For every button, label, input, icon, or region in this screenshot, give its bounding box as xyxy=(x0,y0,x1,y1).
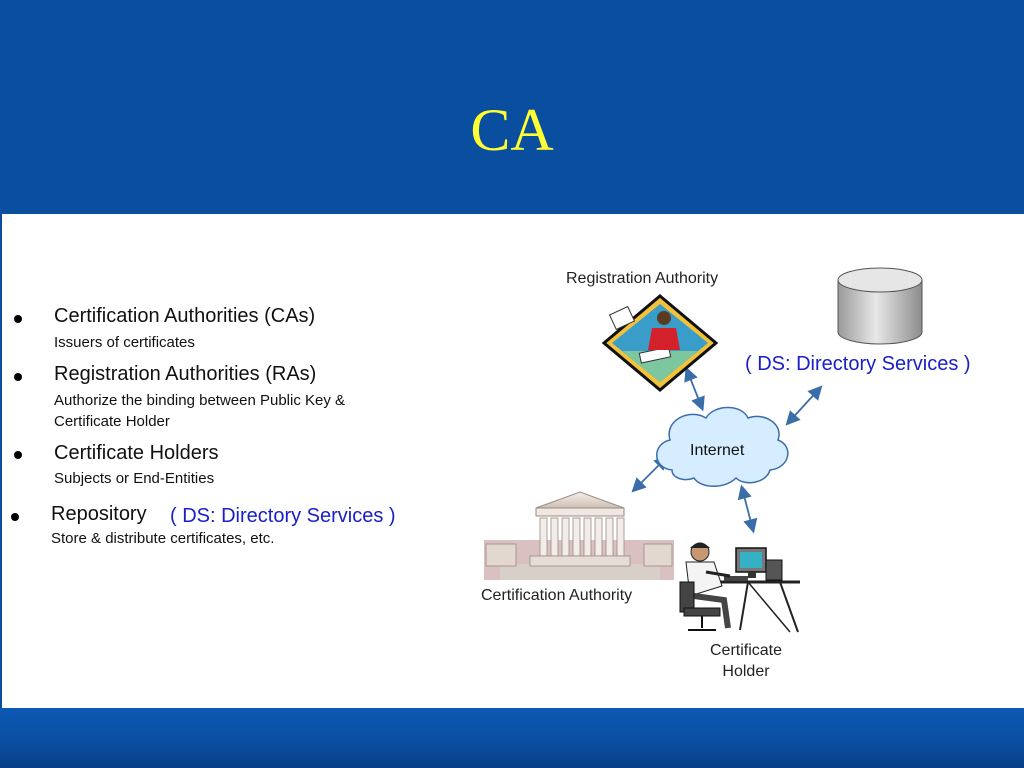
list-item-text: Subjects or End-Entities xyxy=(54,470,215,487)
list-item-heading: Repository xyxy=(51,503,147,525)
slide-header: CA xyxy=(0,0,1024,214)
list-item-text: Store & distribute certificates, etc. xyxy=(51,530,275,547)
bullet-icon xyxy=(14,451,22,459)
slide-title: CA xyxy=(470,97,554,163)
list-item-heading: Registration Authorities (RAs) xyxy=(54,363,317,385)
bullet-icon xyxy=(11,513,19,521)
list-item-heading: Certificate Holders xyxy=(54,442,219,464)
slide-footer xyxy=(0,708,1024,768)
bullet-icon xyxy=(14,315,22,323)
bullet-icon xyxy=(14,373,22,381)
list-item-note: ( DS: Directory Services ) xyxy=(170,505,396,527)
list-item-text: Issuers of certificates xyxy=(54,334,195,351)
list-item-text: Authorize the binding between Public Key… xyxy=(54,392,346,409)
list-item-text: Certificate Holder xyxy=(54,413,170,430)
slide-content: Certification Authorities (CAs) Issuers … xyxy=(2,214,1024,708)
list-item-heading: Certification Authorities (CAs) xyxy=(54,305,316,327)
